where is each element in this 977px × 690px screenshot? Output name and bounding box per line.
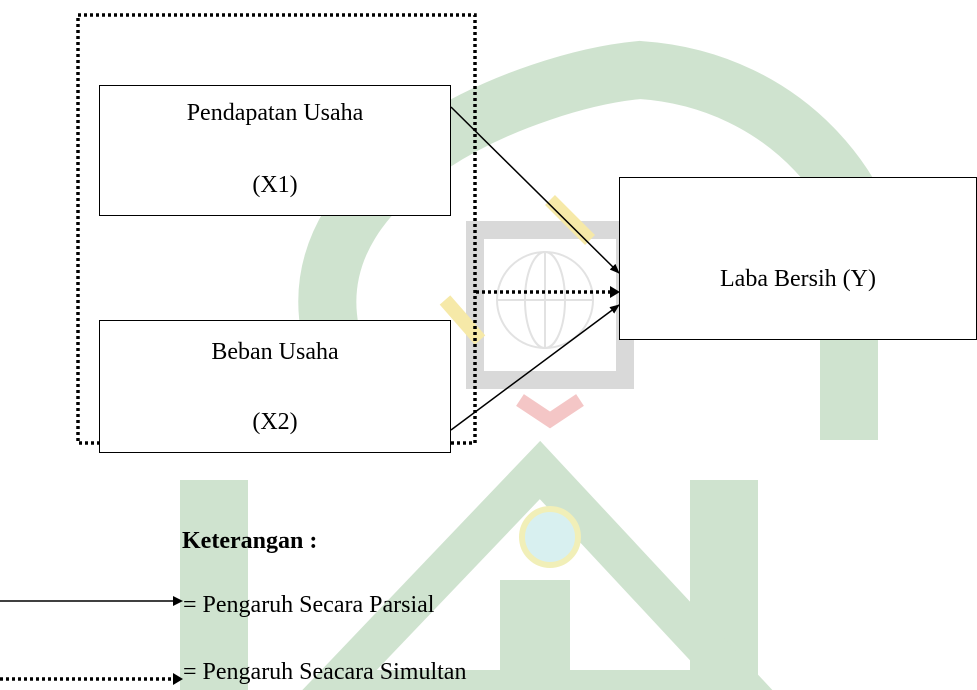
- box-pendapatan-usaha: Pendapatan Usaha (X1): [99, 85, 451, 216]
- x1-code: (X1): [252, 172, 298, 198]
- legend-partial-label: = Pengaruh Secara Parsial: [183, 592, 435, 618]
- simultaneous-group-frame: [76, 13, 477, 445]
- legend-simultan-label: = Pengaruh Seacara Simultan: [183, 659, 467, 685]
- x2-code: (X2): [252, 409, 298, 435]
- watermark-arm-right: [820, 330, 878, 440]
- watermark-diamond-yellow: [545, 195, 595, 245]
- x1-title: Pendapatan Usaha: [186, 100, 364, 126]
- x2-title: Beban Usaha: [211, 339, 339, 365]
- box-laba-bersih: Laba Bersih (Y): [619, 177, 977, 340]
- arrow-x2-to-y: [450, 304, 620, 431]
- legend-title: Keterangan :: [182, 528, 318, 554]
- arrow-x1-to-y: [450, 106, 620, 274]
- watermark-pillar-left: [180, 480, 248, 690]
- y-label: Laba Bersih (Y): [720, 266, 876, 292]
- watermark-chevron: [302, 440, 773, 690]
- watermark-diamond-pink: [516, 394, 584, 429]
- watermark-dot: [519, 506, 581, 568]
- box-beban-usaha: Beban Usaha (X2): [99, 320, 451, 453]
